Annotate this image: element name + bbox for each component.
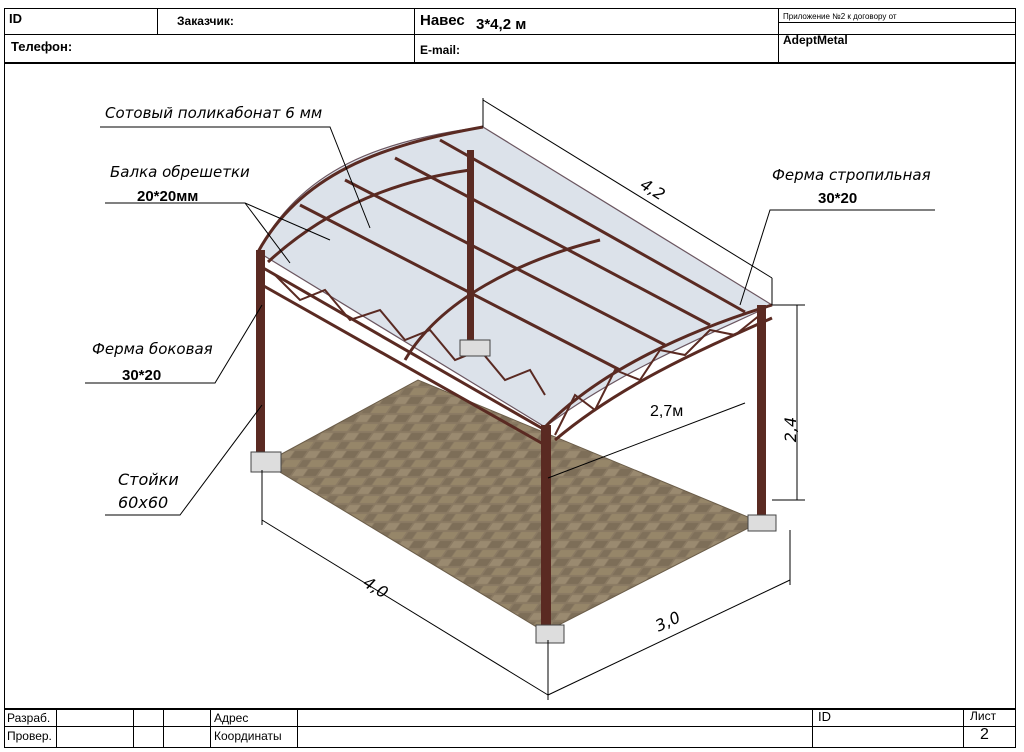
sheet-label: Лист [970,709,997,723]
rafter-truss-web [554,314,761,436]
paving-area [263,379,762,633]
posts [256,150,766,635]
leader-lines [85,126,935,516]
phone-label: Телефон: [11,39,73,54]
dim-height-inner: 2,7м [650,403,684,420]
rafter-trusses [256,125,773,442]
appendix-text: Приложение №2 к договору от [783,12,897,21]
address-label: Адрес [214,711,249,725]
developed-label: Разраб. [7,711,51,725]
dimension-lines [261,98,805,700]
side-truss-callout: Ферма боковая [92,340,213,358]
coordinates-label: Координаты [214,729,282,743]
company-name: AdeptMetal [783,33,848,47]
roof-panel [257,126,774,428]
lath-beams [299,138,746,372]
product-size: 3*4,2 м [476,16,527,33]
rafter-truss-callout: Ферма стропильная [772,166,931,184]
lath-beam-size: 20*20мм [137,188,199,205]
footer-id-label: ID [818,709,831,724]
sheet-number: 2 [980,726,989,743]
posts-size: 60x60 [118,493,169,512]
id-label: ID [9,11,22,26]
lath-beam-callout: Балка обрешетки [110,163,250,181]
dim-post-height: 2,4 [781,416,801,443]
side-truss-size: 30*20 [122,367,162,384]
side-truss [257,263,546,447]
email-label: E-mail: [420,43,461,57]
posts-callout: Стойки [118,470,179,489]
checked-label: Провер. [7,729,52,743]
rafter-truss-size: 30*20 [818,190,858,207]
customer-label: Заказчик: [177,14,234,28]
base-plates [250,339,777,644]
drawing-sheet [4,8,1016,748]
product-label: Навес [420,12,465,29]
polycarbonate-callout: Сотовый поликабонат 6 мм [105,104,323,122]
